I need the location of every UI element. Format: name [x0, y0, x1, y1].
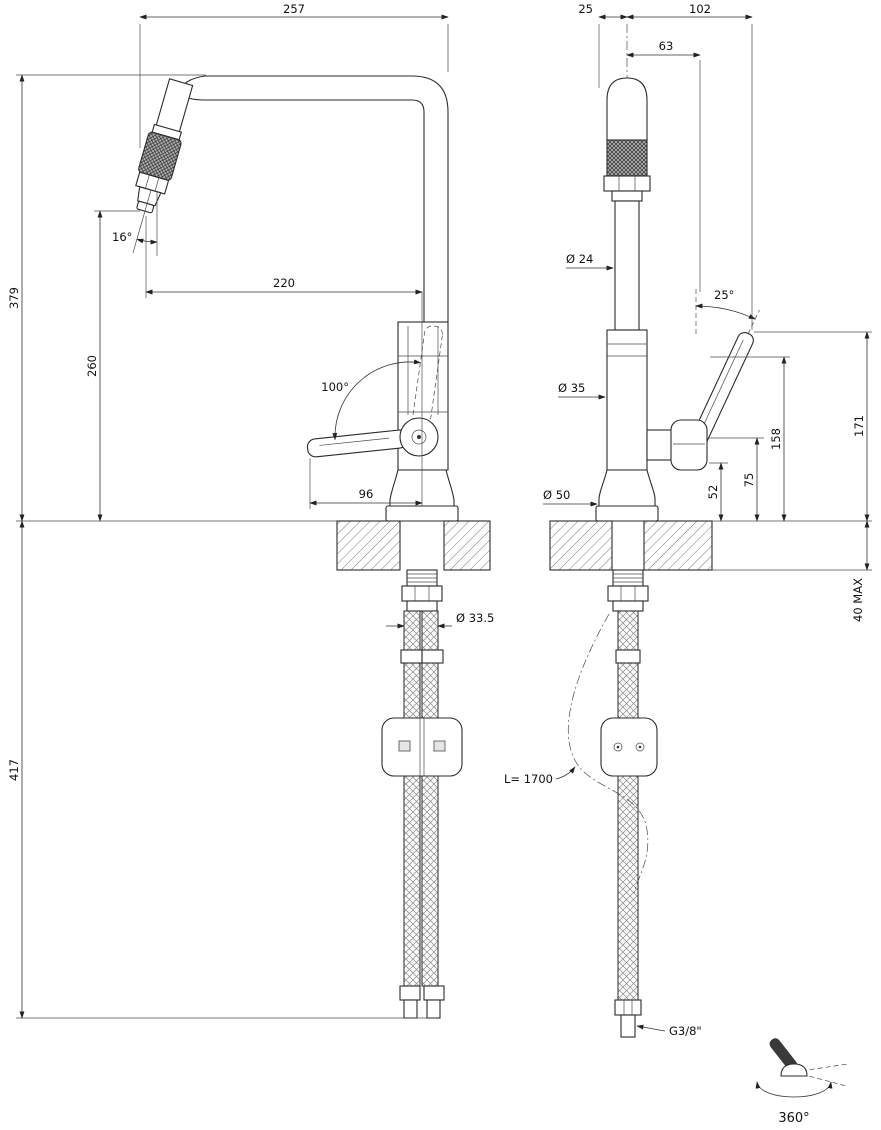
pullout-hose-loop	[567, 613, 649, 894]
knurled-grip-side	[606, 139, 648, 177]
handle-icon	[769, 1038, 798, 1071]
front-dimensions: 257 379 417 260 220 96 16° 100° Ø 33.5	[6, 1, 496, 1019]
dim-deck-hole: Ø 33.5	[456, 611, 494, 625]
base-flange-side	[595, 505, 659, 522]
hose-weight-front	[381, 717, 463, 777]
extension-lines-side	[598, 24, 872, 571]
extension-lines-front	[16, 24, 449, 1019]
dim-connection-thread: G3/8"	[669, 1024, 702, 1038]
dim-handle-swing: 100°	[321, 380, 349, 394]
body-side	[606, 329, 648, 471]
dim-hose-length: L= 1700	[504, 772, 553, 786]
dim-handle-length: 96	[359, 487, 374, 501]
dim-base-diameter: Ø 50	[543, 488, 570, 502]
dim-tube-diameter: Ø 24	[566, 252, 593, 266]
worktop-front	[336, 520, 491, 571]
dim-max-deck-thickness: 40 MAX	[851, 578, 865, 622]
dim-handle-base-height: 75	[742, 473, 756, 488]
hose-left	[403, 610, 421, 719]
spray-head-side	[603, 77, 651, 202]
dim-spout-reach: 220	[273, 276, 295, 290]
underdeck-front	[381, 569, 463, 1019]
hose-right	[421, 610, 439, 719]
rotation-arrow-icon	[755, 1081, 833, 1098]
dim-head-offset: 25	[578, 2, 593, 16]
dim-handle-offset: 63	[659, 39, 674, 53]
swivel-label: 360°	[778, 1111, 809, 1126]
dim-spray-tip-height: 260	[85, 355, 99, 377]
handle-front	[306, 429, 408, 458]
side-view	[549, 24, 760, 1038]
side-dimensions: 25 102 63 Ø 24 Ø 35 Ø 50 25° 171 158 75 …	[503, 1, 872, 1040]
hose-side	[617, 610, 639, 719]
spout-tube-side	[614, 200, 640, 331]
dim-handle-tip-height: 171	[852, 415, 866, 437]
handle-base-icon	[780, 1063, 808, 1077]
swivel-icon: 360°	[755, 1038, 849, 1128]
spray-angle-annotation	[132, 189, 158, 256]
underdeck-side	[567, 569, 658, 1038]
dim-body-depth: 102	[689, 2, 711, 16]
hose-weight-side	[600, 717, 658, 777]
spray-head-front	[135, 78, 194, 214]
dim-height-above-deck: 379	[7, 287, 21, 309]
front-view	[132, 75, 491, 1019]
dim-body-joint-height: 52	[706, 485, 720, 500]
dim-spray-angle: 16°	[112, 230, 132, 244]
spout-outline	[177, 75, 449, 323]
handle-tilt-annotation	[695, 288, 760, 335]
dim-handle-pivot-height: 158	[769, 428, 783, 450]
dim-spout-width: 257	[283, 2, 305, 16]
dim-hose-drop: 417	[7, 759, 21, 781]
mounting-nut	[401, 585, 443, 602]
dim-body-diameter: Ø 35	[558, 381, 585, 395]
dim-handle-tilt: 25°	[714, 288, 734, 302]
base-flange-front	[385, 505, 459, 522]
worktop-side	[549, 520, 713, 571]
handle-swing-annotation	[332, 359, 422, 441]
handle-boss-side	[670, 419, 708, 471]
base-flare-side	[598, 469, 656, 507]
